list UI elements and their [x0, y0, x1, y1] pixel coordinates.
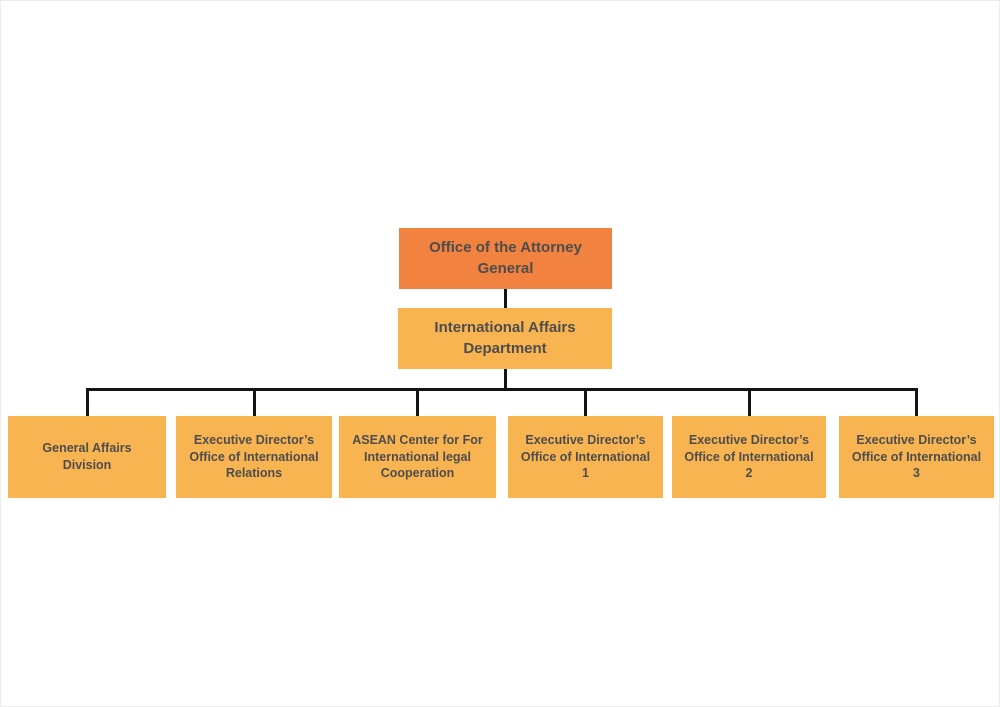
org-node-exec-director-international-1: Executive Director’s Office of Internati… — [508, 416, 663, 498]
org-node-general-affairs-division: General Affairs Division — [8, 416, 166, 498]
connector-stub-asean-center — [416, 388, 419, 416]
connector-stub-international-2 — [748, 388, 751, 416]
connector-stub-international-1 — [584, 388, 587, 416]
org-node-international-affairs-department: International Affairs Department — [398, 308, 612, 369]
connector-department-trunk — [504, 369, 507, 390]
org-node-exec-director-intl-relations: Executive Director’s Office of Internati… — [176, 416, 332, 498]
org-node-office-of-attorney-general: Office of the Attorney General — [399, 228, 612, 289]
connector-stub-general-affairs — [86, 388, 89, 416]
org-node-asean-center-intl-legal-cooperation: ASEAN Center for For International legal… — [339, 416, 496, 498]
org-node-exec-director-international-2: Executive Director’s Office of Internati… — [672, 416, 826, 498]
connector-horizontal-bar — [86, 388, 917, 391]
connector-stub-intl-relations — [253, 388, 256, 416]
connector-root-department — [504, 289, 507, 309]
connector-stub-international-3 — [915, 388, 918, 416]
org-node-exec-director-international-3: Executive Director’s Office of Internati… — [839, 416, 994, 498]
